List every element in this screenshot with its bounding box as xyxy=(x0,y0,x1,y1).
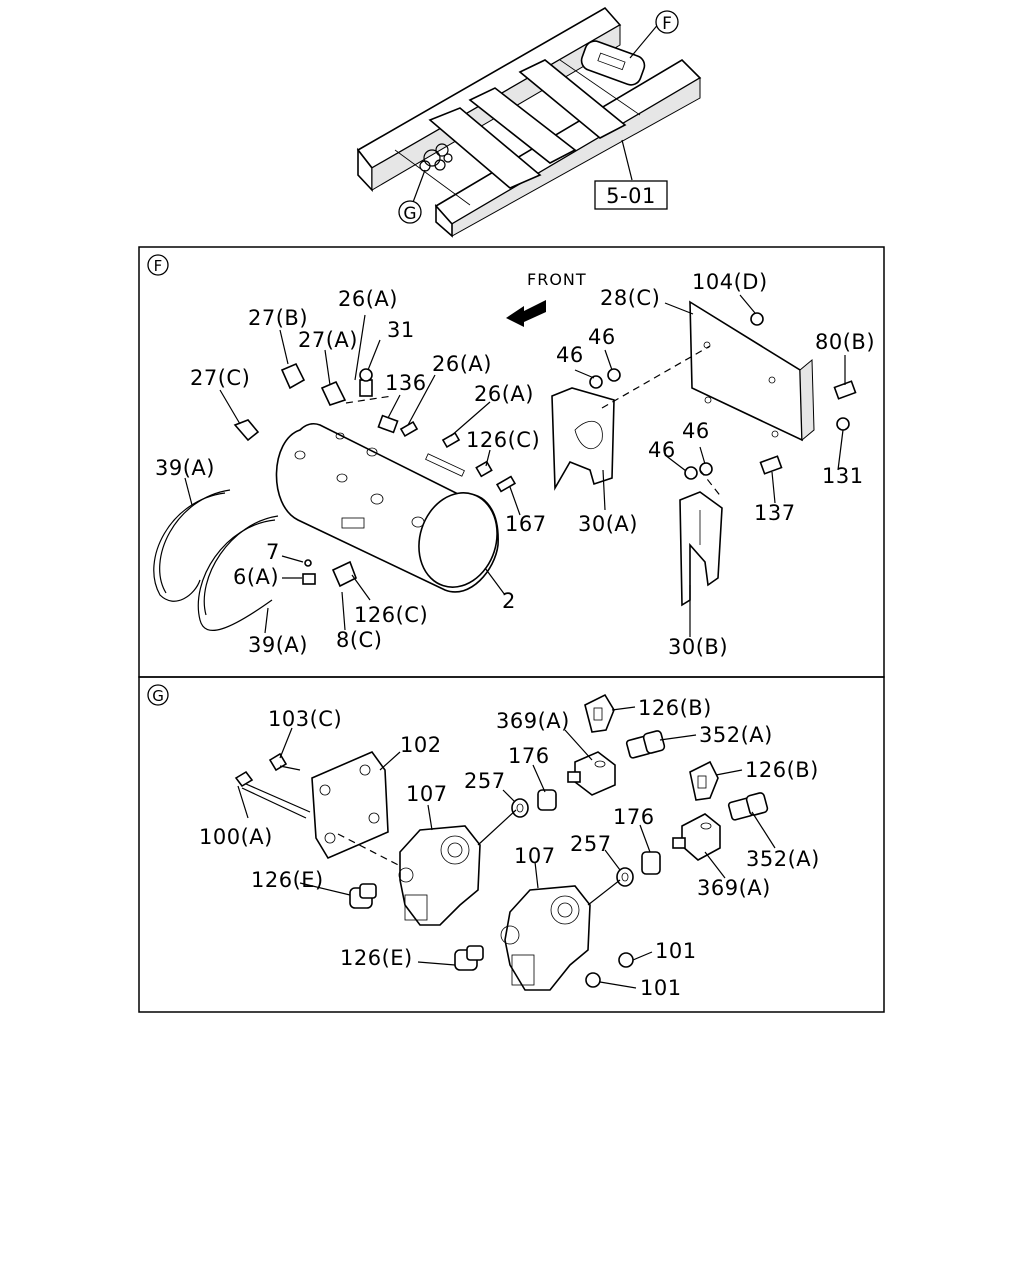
label-131: 131 xyxy=(822,464,864,488)
label-26a-right: 26(A) xyxy=(474,382,534,406)
label-39a-top: 39(A) xyxy=(155,456,215,480)
valve-107-top xyxy=(398,825,481,926)
label-176-top: 176 xyxy=(508,744,550,768)
label-6a: 6(A) xyxy=(233,565,279,589)
label-46-a: 46 xyxy=(556,343,584,367)
label-7: 7 xyxy=(266,540,280,564)
label-352a-top: 352(A) xyxy=(699,723,773,747)
label-8c: 8(C) xyxy=(336,628,382,652)
label-39a-bot: 39(A) xyxy=(248,633,308,657)
label-176-bot: 176 xyxy=(613,805,655,829)
label-126b-mid: 126(B) xyxy=(745,758,819,782)
label-126e-bot: 126(E) xyxy=(340,946,413,970)
air-tank xyxy=(275,423,499,593)
label-26a-top: 26(A) xyxy=(338,287,398,311)
label-126b-top: 126(B) xyxy=(638,696,712,720)
label-137: 137 xyxy=(754,501,796,525)
front-label: FRONT xyxy=(527,270,587,289)
panel-f-tag: F xyxy=(154,257,163,275)
label-257-bot: 257 xyxy=(570,832,612,856)
leaders-g xyxy=(237,706,776,989)
panel-g-tag: G xyxy=(152,687,164,705)
label-30b: 30(B) xyxy=(668,635,728,659)
valve-107-bottom xyxy=(500,885,591,991)
panel-f: F FRONT xyxy=(138,246,885,678)
bracket-30a xyxy=(551,387,615,491)
panel-f-tag-circle xyxy=(147,254,169,276)
chassis-overview: F G 5-01 xyxy=(356,6,702,238)
fittings-g xyxy=(477,789,661,906)
label-28c: 28(C) xyxy=(600,286,660,310)
label-46-c: 46 xyxy=(648,438,676,462)
label-101-top: 101 xyxy=(655,939,697,963)
label-369a-bot: 369(A) xyxy=(697,876,771,900)
label-80b: 80(B) xyxy=(815,330,875,354)
tank-fittings xyxy=(233,362,517,588)
callout-g-circle xyxy=(398,200,422,224)
panel-g-frame xyxy=(138,676,885,1013)
label-167: 167 xyxy=(505,512,547,536)
bracket-102 xyxy=(311,751,389,860)
label-126e-top: 126(E) xyxy=(251,868,324,892)
blocks-369a xyxy=(567,751,721,861)
label-27c: 27(C) xyxy=(190,366,250,390)
front-arrow xyxy=(506,300,546,327)
label-257-top: 257 xyxy=(464,769,506,793)
bracket-28c xyxy=(689,300,815,442)
label-136: 136 xyxy=(385,371,427,395)
label-369a-top: 369(A) xyxy=(496,709,570,733)
fittings-352a xyxy=(625,730,769,821)
plug-126e xyxy=(349,883,484,971)
panel-g-tag-circle xyxy=(147,684,169,706)
fasteners-f xyxy=(345,312,857,499)
label-104d: 104(D) xyxy=(692,270,768,294)
label-100a: 100(A) xyxy=(199,825,273,849)
callout-f-circle xyxy=(655,10,679,34)
ref-box-label: 5-01 xyxy=(606,184,656,208)
label-2: 2 xyxy=(502,589,516,613)
ref-box-frame xyxy=(594,180,668,210)
label-30a: 30(A) xyxy=(578,512,638,536)
label-126c-top: 126(C) xyxy=(466,428,540,452)
panel-g: G xyxy=(138,676,885,1013)
label-46-b: 46 xyxy=(588,325,616,349)
label-103c: 103(C) xyxy=(268,707,342,731)
label-31: 31 xyxy=(387,318,415,342)
label-107-bot: 107 xyxy=(514,844,556,868)
label-126c-bot: 126(C) xyxy=(354,603,428,627)
bolts-g xyxy=(234,752,409,871)
label-46-d: 46 xyxy=(682,419,710,443)
elbows-126b xyxy=(584,693,719,801)
tank-location-f xyxy=(580,40,646,86)
bracket-30b xyxy=(679,491,723,607)
label-107-top: 107 xyxy=(406,782,448,806)
leaders-f xyxy=(184,294,846,637)
label-26a-mid: 26(A) xyxy=(432,352,492,376)
label-27b: 27(B) xyxy=(248,306,308,330)
callout-f: F xyxy=(662,14,672,34)
label-102: 102 xyxy=(400,733,442,757)
hose-39a xyxy=(153,489,279,631)
callout-g: G xyxy=(403,204,416,224)
nuts-101 xyxy=(585,952,634,988)
label-101-bot: 101 xyxy=(640,976,682,1000)
label-27a: 27(A) xyxy=(298,328,358,352)
label-352a-bot: 352(A) xyxy=(746,847,820,871)
